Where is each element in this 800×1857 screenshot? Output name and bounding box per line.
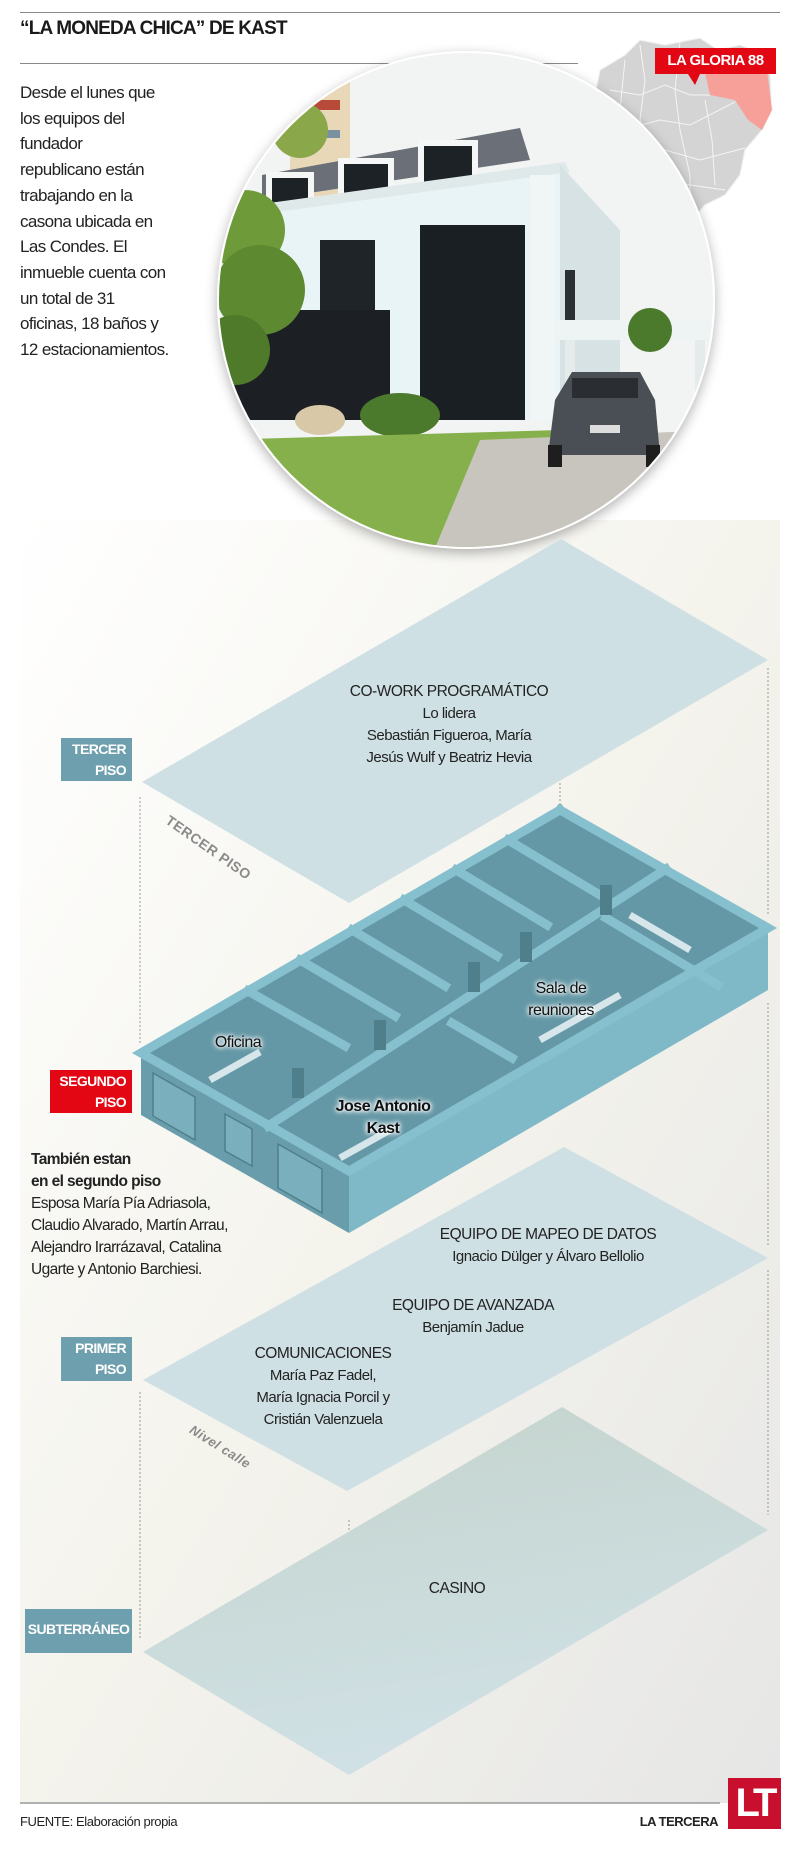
intro-line: inmueble cuenta con: [20, 262, 166, 282]
title-underline: [20, 63, 578, 64]
map-location-label: LA GLORIA 88: [655, 48, 776, 74]
intro-line: Las Condes. El: [20, 237, 127, 257]
page-title: “LA MONEDA CHICA” DE KAST: [20, 18, 288, 39]
source-note: FUENTE: Elaboración propia: [20, 1814, 178, 1829]
mapeo-block: EQUIPO DE MAPEO DE DATOS Ignacio Dülger …: [440, 1224, 657, 1268]
floor-tag-line: PISO: [94, 1094, 127, 1110]
floor-tag-line: PISO: [94, 762, 127, 778]
room-label-line: Kast: [366, 1120, 400, 1137]
intro-line: Desde el lunes que: [20, 83, 155, 102]
room-label-oficina: Oficina: [214, 1034, 262, 1051]
floor-tag-line: PISO: [94, 1361, 127, 1377]
also-line: Ugarte y Antonio Barchiesi.: [31, 1261, 202, 1278]
also-line: Alejandro Irarrázaval, Catalina: [31, 1239, 222, 1256]
cowork-line: Sebastián Figueroa, María: [366, 727, 532, 744]
room-label-line: Sala de: [535, 980, 587, 997]
room-label-line: reuniones: [528, 1002, 594, 1019]
floor-tag-primer-piso: PRIMER PISO: [61, 1337, 132, 1381]
avanzada-names: Benjamín Jadue: [422, 1319, 524, 1336]
casino-label: CASINO: [428, 1580, 486, 1597]
segundo-piso-building: [131, 803, 778, 1233]
comunicaciones-block: COMUNICACIONES María Paz Fadel, María Ig…: [255, 1343, 392, 1431]
also-line: Claudio Alvarado, Martín Arrau,: [31, 1217, 228, 1234]
top-rule: [20, 12, 780, 13]
floor-tag-line: PRIMER: [75, 1340, 126, 1356]
comunicaciones-line: Cristián Valenzuela: [263, 1411, 383, 1428]
intro-line: un total de 31: [20, 288, 115, 308]
comunicaciones-line: María Ignacia Porcil y: [256, 1389, 390, 1406]
comunicaciones-title: COMUNICACIONES: [254, 1345, 392, 1362]
room-label-kast: Jose Antonio Kast: [336, 1096, 431, 1140]
intro-line: casona ubicada en: [20, 211, 153, 231]
tercer-piso-plate: [142, 539, 768, 903]
intro-line: los equipos del: [20, 108, 125, 128]
segundo-piso-also: También estan en el segundo piso Esposa …: [31, 1149, 228, 1281]
floor-tag-line: SUBTERRÁNEO: [27, 1621, 130, 1637]
cowork-title: CO-WORK PROGRAMÁTICO: [349, 683, 549, 700]
room-label-sala-reuniones: Sala de reuniones: [528, 978, 594, 1022]
floor-tag-line: TERCER: [72, 741, 127, 757]
mapeo-title: EQUIPO DE MAPEO DE DATOS: [439, 1226, 657, 1243]
mapeo-names: Ignacio Dülger y Álvaro Bellolio: [452, 1248, 644, 1265]
floor-tag-tercer-piso: TERCER PISO: [61, 738, 132, 781]
primer-piso-plate: [143, 1147, 768, 1491]
cowork-line: Lo lidera: [422, 705, 476, 722]
intro-line: 12 estacionamientos.: [20, 340, 169, 360]
la-tercera-logo: LT: [728, 1778, 781, 1829]
cowork-block: CO-WORK PROGRAMÁTICO Lo lidera Sebastián…: [349, 681, 549, 769]
cowork-line: Jesús Wulf y Beatriz Hevia: [366, 749, 532, 766]
floor-tag-segundo-piso: SEGUNDO PISO: [50, 1070, 132, 1113]
avanzada-title: EQUIPO DE AVANZADA: [392, 1297, 554, 1314]
intro-line: republicano están: [20, 160, 145, 180]
floor-tag-line: SEGUNDO: [59, 1073, 126, 1089]
intro-line: oficinas, 18 baños y: [20, 314, 159, 334]
avanzada-block: EQUIPO DE AVANZADA Benjamín Jadue: [392, 1295, 554, 1339]
house-photo-content: [219, 53, 713, 547]
also-line: Esposa María Pía Adriasola,: [31, 1195, 211, 1212]
comunicaciones-line: María Paz Fadel,: [269, 1367, 377, 1384]
intro-paragraph: Desde el lunes que los equipos del funda…: [20, 80, 169, 363]
brand-name: LA TERCERA: [639, 1814, 719, 1829]
intro-line: fundador: [20, 134, 83, 154]
floor-tag-subterraneo: SUBTERRÁNEO: [25, 1609, 132, 1653]
room-label-line: Jose Antonio: [335, 1098, 431, 1115]
intro-line: trabajando en la: [20, 185, 133, 205]
also-title-line: en el segundo piso: [31, 1173, 161, 1190]
also-title-line: También estan: [31, 1151, 131, 1168]
subterraneo-plate: [143, 1407, 768, 1775]
